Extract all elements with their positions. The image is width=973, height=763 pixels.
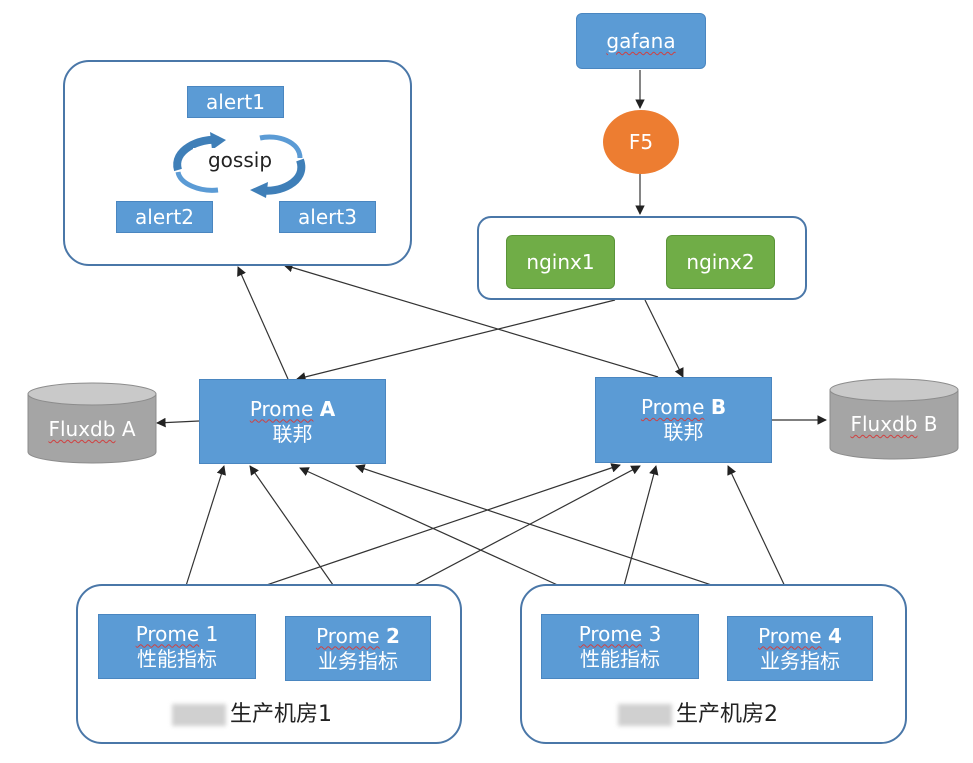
- prome-2-id: 2: [385, 623, 400, 648]
- arrow-nginx-to-prome-a: [296, 299, 616, 382]
- production-room-2: Prome 3 性能指标 Prome 4 业务指标 生产机房2: [520, 584, 907, 744]
- prome-4-node: Prome 4 业务指标: [727, 616, 873, 681]
- arrow-prome-a-to-fluxdb-a: [156, 417, 200, 428]
- prome-1-title: Prome 1: [136, 622, 219, 647]
- nginx1-node: nginx1: [506, 235, 615, 289]
- prome-4-title: Prome 4: [758, 624, 842, 649]
- prome-b-subtitle: 联邦: [663, 420, 704, 444]
- f5-label: F5: [628, 130, 654, 154]
- prome-3-title: Prome 3: [579, 622, 662, 647]
- fluxdb-a-name: Fluxdb: [48, 417, 116, 441]
- room-1-label: 生产机房1: [230, 702, 332, 727]
- arrow-nginx-to-prome-b: [644, 299, 684, 378]
- prome-b-title: Prome B: [641, 395, 726, 420]
- alert2-node: alert2: [116, 201, 213, 233]
- prome-3-name: Prome: [578, 621, 643, 646]
- prome-1-subtitle: 性能指标: [137, 646, 217, 671]
- prome-a-subtitle: 联邦: [272, 421, 313, 446]
- prome-1-id: 1: [205, 621, 219, 646]
- room-2-label: 生产机房2: [676, 702, 778, 727]
- fluxdb-a-label: Fluxdb A: [26, 417, 158, 441]
- arrow-prome-b-to-alert: [283, 262, 659, 378]
- fluxdb-b-name: Fluxdb: [850, 412, 918, 436]
- room-2-caption: 生产机房2: [618, 696, 778, 728]
- alert-cluster: alert1 alert2 alert3 gossip: [63, 60, 412, 266]
- prome-a-name: Prome: [249, 396, 314, 421]
- gossip-label: gossip: [193, 148, 287, 172]
- fluxdb-a-id: A: [121, 417, 136, 441]
- alert2-label: alert2: [135, 205, 194, 229]
- prome-2-subtitle: 业务指标: [318, 648, 398, 673]
- prome-a-federation-node: Prome A 联邦: [199, 379, 386, 464]
- redacted-blur: [618, 704, 672, 726]
- prome-1-node: Prome 1 性能指标: [98, 614, 256, 679]
- prome-a-id: A: [319, 396, 336, 421]
- prome-b-federation-node: Prome B 联邦: [595, 377, 772, 463]
- prome-2-name: Prome: [316, 623, 380, 648]
- prome-b-id: B: [710, 395, 727, 419]
- arrow-prome-a-to-alert: [237, 266, 289, 380]
- prome-a-title: Prome A: [250, 397, 335, 422]
- gossip-cycle-icon: [173, 132, 306, 198]
- redacted-blur: [172, 704, 226, 726]
- alert3-label: alert3: [298, 205, 357, 229]
- grafana-node: gafana: [576, 13, 706, 69]
- nginx1-label: nginx1: [526, 250, 595, 274]
- nginx-group: nginx1 nginx2: [477, 216, 807, 300]
- fluxdb-b-id: B: [923, 412, 938, 436]
- prome-1-name: Prome: [135, 621, 200, 646]
- production-room-1: Prome 1 性能指标 Prome 2 业务指标 生产机房1: [76, 584, 462, 744]
- alert1-node: alert1: [187, 86, 284, 118]
- fluxdb-b-label: Fluxdb B: [828, 412, 960, 436]
- alert1-label: alert1: [206, 90, 265, 114]
- prome-3-subtitle: 性能指标: [580, 646, 660, 671]
- prome-2-node: Prome 2 业务指标: [285, 616, 431, 681]
- prome-3-node: Prome 3 性能指标: [541, 614, 699, 679]
- f5-load-balancer: F5: [603, 110, 679, 174]
- nginx2-label: nginx2: [686, 250, 755, 274]
- prome-b-name: Prome: [640, 395, 705, 419]
- room-1-caption: 生产机房1: [172, 696, 332, 728]
- prome-3-id: 3: [648, 621, 662, 646]
- fluxdb-b-database-icon: [829, 378, 959, 460]
- alert3-node: alert3: [279, 201, 376, 233]
- fluxdb-a-database-icon: [27, 382, 157, 464]
- prome-4-subtitle: 业务指标: [760, 648, 840, 673]
- nginx2-node: nginx2: [666, 235, 775, 289]
- grafana-label: gafana: [606, 29, 676, 53]
- prome-4-id: 4: [827, 623, 842, 648]
- prome-4-name: Prome: [758, 623, 822, 648]
- prome-2-title: Prome 2: [316, 624, 400, 649]
